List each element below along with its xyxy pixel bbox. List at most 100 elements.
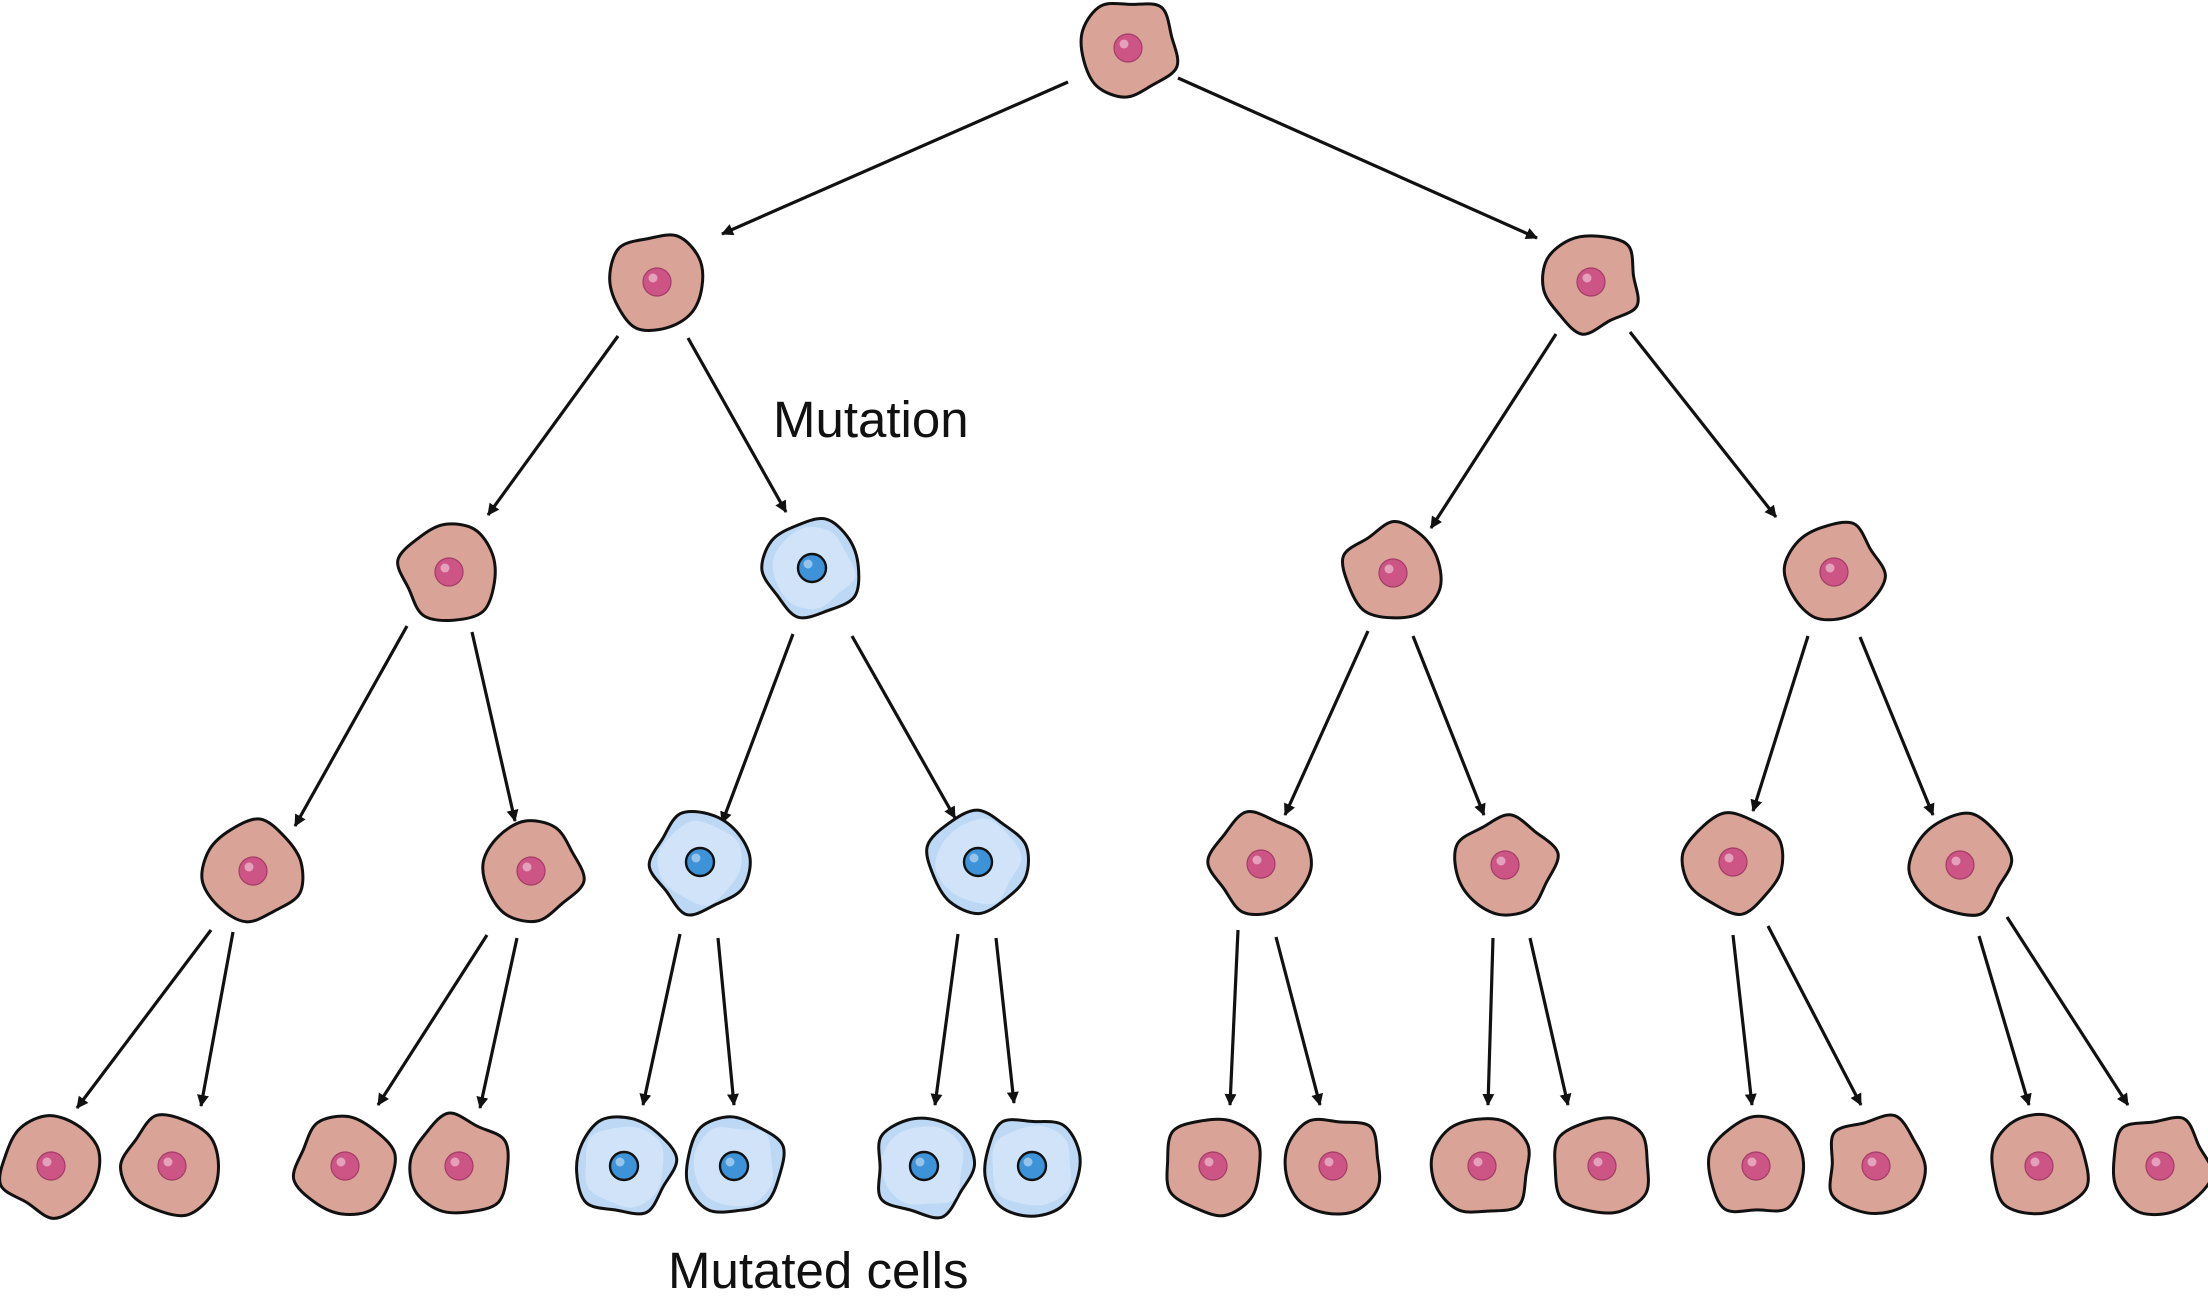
normal-cell (1453, 813, 1560, 917)
division-arrow (1731, 934, 1757, 1106)
division-arrow (1274, 936, 1324, 1106)
nucleus (962, 846, 994, 878)
nucleus-highlight (969, 853, 979, 863)
nucleus (444, 1151, 474, 1181)
normal-cell (291, 1114, 397, 1216)
nucleus (1741, 1151, 1771, 1181)
division-arrow (1750, 635, 1810, 812)
normal-cell (408, 1111, 510, 1215)
nucleus (718, 1150, 750, 1182)
division-arrow (470, 631, 519, 822)
normal-cell (396, 522, 497, 622)
mutated-cell (983, 1118, 1082, 1218)
mutated-cell (877, 1116, 977, 1220)
mutated-cell (925, 808, 1030, 916)
nucleus-highlight (1324, 1157, 1334, 1167)
nucleus-highlight (1747, 1157, 1757, 1167)
normal-cell (1429, 1117, 1531, 1214)
mutated-cells-label: Mutated cells (668, 1242, 969, 1299)
normal-cell (608, 233, 705, 332)
nucleus-highlight (1496, 856, 1506, 866)
normal-cell (0, 1114, 102, 1220)
division-arrow (994, 937, 1019, 1104)
division-arrow (376, 934, 489, 1106)
division-arrow (1224, 929, 1240, 1106)
division-arrow (75, 929, 213, 1109)
division-arrow (716, 937, 739, 1106)
nucleus (642, 267, 672, 297)
nucleus-highlight (915, 1157, 925, 1167)
nucleus (1945, 850, 1975, 880)
nucleus (516, 856, 546, 886)
nucleus-highlight (522, 862, 532, 872)
nucleus-highlight (1204, 1157, 1214, 1167)
normal-cell (1206, 810, 1313, 917)
normal-cell (1680, 811, 1785, 916)
nucleus (1318, 1151, 1348, 1181)
division-arrow (686, 337, 788, 513)
nucleus (330, 1151, 360, 1181)
mutated-cell (760, 517, 861, 620)
nucleus-highlight (336, 1157, 346, 1167)
nucleus-highlight (244, 862, 254, 872)
nucleus-highlight (450, 1157, 460, 1167)
division-arrow (197, 931, 235, 1107)
division-arrow (1977, 935, 2032, 1106)
nucleus (1198, 1151, 1228, 1181)
normal-cell (1165, 1117, 1262, 1218)
division-arrow (293, 625, 409, 827)
nucleus (238, 856, 268, 886)
nucleus (608, 1150, 640, 1182)
nucleus-highlight (1473, 1157, 1483, 1167)
mutated-cell (575, 1115, 679, 1216)
nucleus (2024, 1151, 2054, 1181)
normal-cell (119, 1113, 221, 1218)
mutated-cell (684, 1115, 786, 1214)
division-arrow (720, 633, 795, 824)
normal-cell (200, 817, 305, 924)
division-arrow (476, 937, 519, 1109)
division-arrow (1628, 331, 1778, 518)
nucleus (157, 1151, 187, 1181)
nucleus-highlight (2030, 1157, 2040, 1167)
nucleus (1467, 1151, 1497, 1181)
division-arrow (1429, 333, 1558, 529)
division-arrow (930, 933, 960, 1106)
division-arrow (721, 80, 1069, 236)
nucleus-highlight (1867, 1157, 1877, 1167)
mutated-cell (647, 810, 752, 917)
nucleus-highlight (1582, 273, 1592, 283)
nucleus (1576, 267, 1606, 297)
normal-cell (1553, 1116, 1650, 1215)
nucleus-highlight (691, 853, 701, 863)
normal-cell (1340, 520, 1443, 620)
normal-cell (1828, 1113, 1927, 1215)
nucleus-highlight (1252, 855, 1262, 865)
division-arrow (2005, 916, 2130, 1106)
nucleus-highlight (1724, 853, 1734, 863)
nucleus (1718, 847, 1748, 877)
division-arrow (1528, 937, 1572, 1106)
division-arrow (1858, 636, 1935, 816)
division-arrow (486, 335, 620, 516)
nucleus-highlight (163, 1157, 173, 1167)
nucleus (1861, 1151, 1891, 1181)
division-arrow (1411, 635, 1486, 816)
nucleus (1016, 1150, 1048, 1182)
nucleus-highlight (1384, 564, 1394, 574)
nucleus (908, 1150, 940, 1182)
normal-cell (1907, 811, 2014, 917)
nucleus-highlight (2151, 1157, 2161, 1167)
nucleus (2145, 1151, 2175, 1181)
normal-cell (1283, 1117, 1382, 1216)
nucleus (684, 846, 716, 878)
normal-cell (481, 819, 586, 924)
normal-cell (2111, 1115, 2208, 1217)
division-arrow (1177, 76, 1538, 240)
nucleus-highlight (1023, 1157, 1033, 1167)
division-arrow (1482, 937, 1495, 1106)
nucleus (1378, 558, 1408, 588)
nucleus-highlight (1951, 856, 1961, 866)
division-arrow (1283, 630, 1370, 816)
nucleus (36, 1151, 66, 1181)
